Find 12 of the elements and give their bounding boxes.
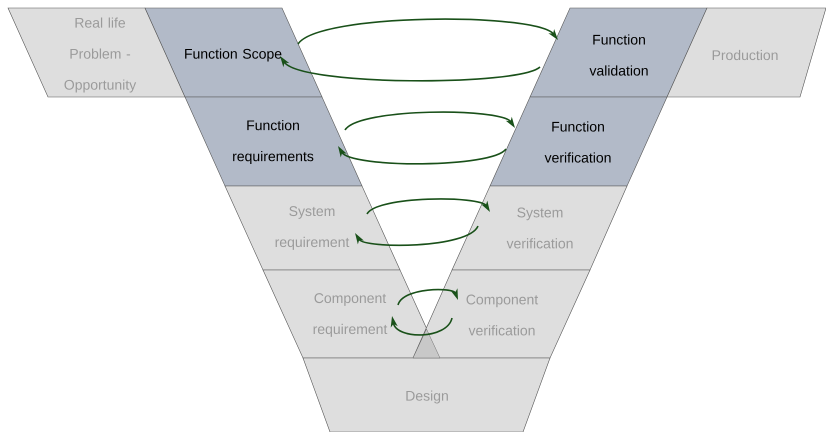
phase-box: System requirement <box>224 186 400 270</box>
phase-box: Design <box>302 358 550 432</box>
phase-box: Component requirement <box>262 270 440 358</box>
phase-box: Production <box>666 8 826 98</box>
phase-box: Function requirements <box>184 96 362 186</box>
phase-box: Function Scope <box>144 8 322 98</box>
phase-box: Function validation <box>530 8 708 98</box>
phase-box: Real life Problem - Opportunity <box>8 8 186 98</box>
phase-box: Function verification <box>490 96 668 186</box>
phase-box: System verification <box>452 186 628 270</box>
phase-box: Component verification <box>412 270 590 358</box>
curved-arrow <box>397 288 458 306</box>
